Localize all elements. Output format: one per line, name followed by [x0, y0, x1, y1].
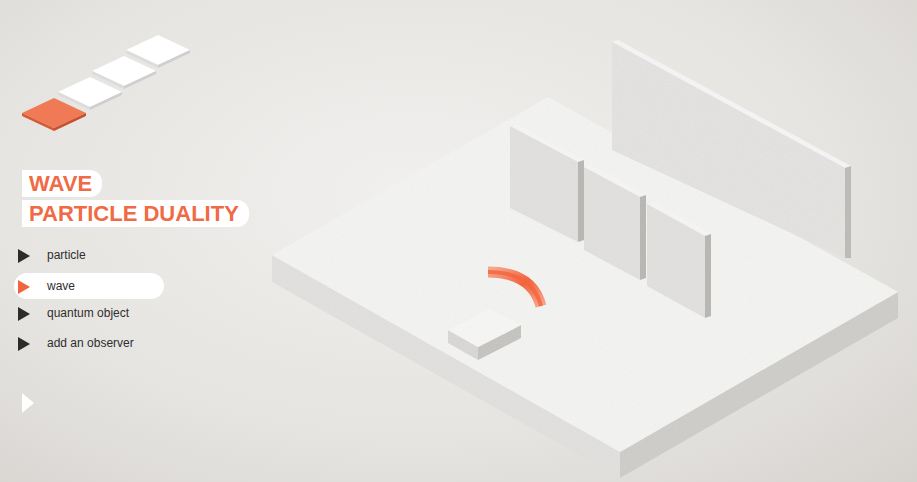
menu-highlight	[14, 273, 164, 299]
menu-item: add an observer	[47, 336, 134, 350]
title-spacer	[122, 170, 272, 198]
menu-item: particle	[47, 248, 86, 262]
wave-front-core	[488, 272, 541, 306]
menu-item: quantum object	[47, 306, 129, 320]
source-box	[448, 309, 521, 360]
play-button	[22, 393, 34, 413]
menu-item: wave	[47, 279, 75, 293]
wave-front	[488, 272, 541, 306]
menu-markers	[18, 249, 30, 351]
progress-tiles	[22, 35, 190, 131]
title: WAVE PARTICLE DUALITY	[22, 170, 249, 227]
slit-panels	[510, 124, 711, 318]
title-box: WAVE PARTICLE DUALITY	[22, 170, 272, 230]
